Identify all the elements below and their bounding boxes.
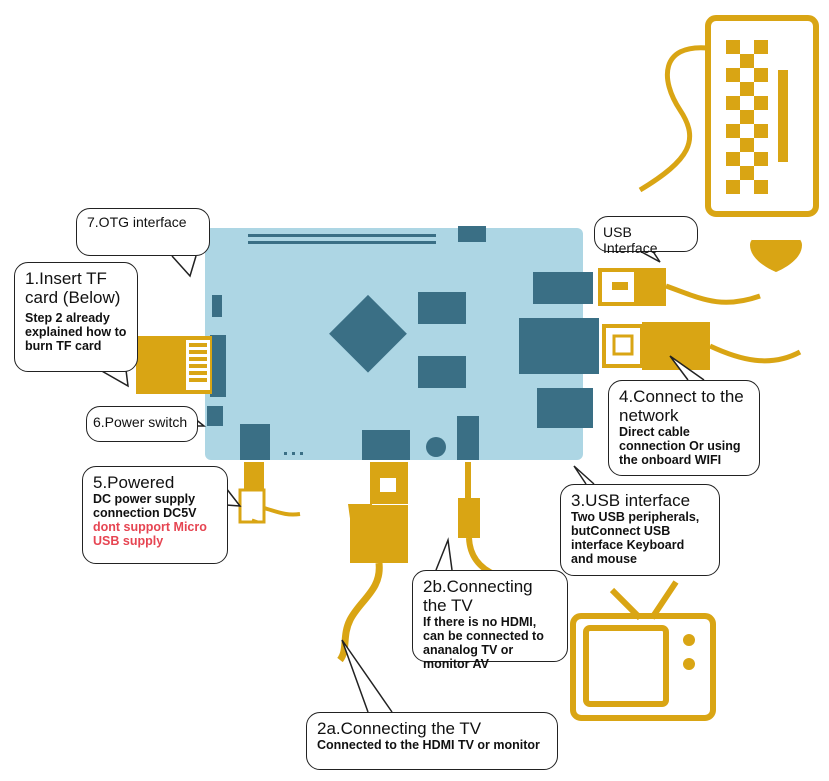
av-port (457, 416, 479, 460)
usb-port-2 (537, 388, 593, 428)
network-desc: Direct cable connection Or using the onb… (619, 425, 741, 468)
tf-slot (210, 335, 226, 397)
tf-card-title: 1.Insert TF card (Below) (25, 269, 121, 308)
ram-chip-1 (418, 292, 466, 324)
powered-warning: dont support Micro USB supply (93, 520, 207, 549)
av-tv-desc: If there is no HDMI, can be connected to… (423, 615, 544, 672)
callout-connecting-tv-hdmi: 2a.Connecting the TV Connected to the HD… (306, 712, 558, 770)
tv-icon (570, 580, 716, 721)
gpio-header (248, 234, 436, 244)
powered-desc: DC power supply connection DC5V (93, 492, 197, 521)
callout-tails (99, 249, 705, 713)
usb-interface-desc: Two USB peripherals, butConnect USB inte… (571, 510, 700, 567)
callout-connect-network: 4.Connect to the network Direct cable co… (608, 380, 760, 476)
power-switch (207, 406, 223, 426)
usb-interface-title: 3.USB interface (571, 491, 691, 510)
tf-card (136, 336, 212, 394)
usb-port-1 (533, 272, 593, 304)
callout-insert-tf-card: 1.Insert TF card (Below) Step 2 already … (14, 262, 138, 372)
hdmi-port (362, 430, 410, 460)
tf-card-desc: Step 2 already explained how to burn TF … (25, 311, 127, 354)
ethernet-port (519, 318, 599, 374)
ir-receiver (426, 437, 446, 457)
ethernet-cable (602, 322, 802, 370)
otg-port (212, 295, 222, 317)
usb-cable (598, 268, 761, 306)
dc-power-cable (238, 462, 301, 524)
keyboard-icon (638, 15, 819, 217)
av-tv-title: 2b.Connecting the TV (423, 577, 533, 616)
ram-chip-2 (418, 356, 466, 388)
hdmi-tv-desc: Connected to the HDMI TV or monitor (317, 738, 540, 753)
hdmi-tv-title: 2a.Connecting the TV (317, 719, 482, 738)
callout-usb-interface-top: USB Interface (594, 216, 698, 256)
powered-title: 5.Powered (93, 473, 175, 492)
callout-otg-interface: 7.OTG interface (76, 208, 210, 256)
soc-chip (329, 294, 407, 373)
otg-interface-title: 7.OTG interface (87, 214, 187, 230)
network-title: 4.Connect to the network (619, 387, 744, 426)
av-cable (458, 462, 498, 578)
callout-connecting-tv-av: 2b.Connecting the TV If there is no HDMI… (412, 570, 568, 671)
usb-interface-top-title: USB Interface (603, 224, 658, 256)
callout-usb-interface: 3.USB interface Two USB peripherals, but… (560, 484, 720, 576)
mouse-icon (750, 232, 802, 272)
hdmi-cable (337, 462, 408, 663)
button-top (458, 226, 486, 242)
callout-power-switch: 6.Power switch (86, 406, 198, 442)
power-switch-title: 6.Power switch (93, 414, 188, 430)
led-dots (284, 452, 303, 455)
callout-powered: 5.Powered DC power supply connection DC5… (82, 466, 228, 564)
dc-jack (240, 424, 270, 460)
